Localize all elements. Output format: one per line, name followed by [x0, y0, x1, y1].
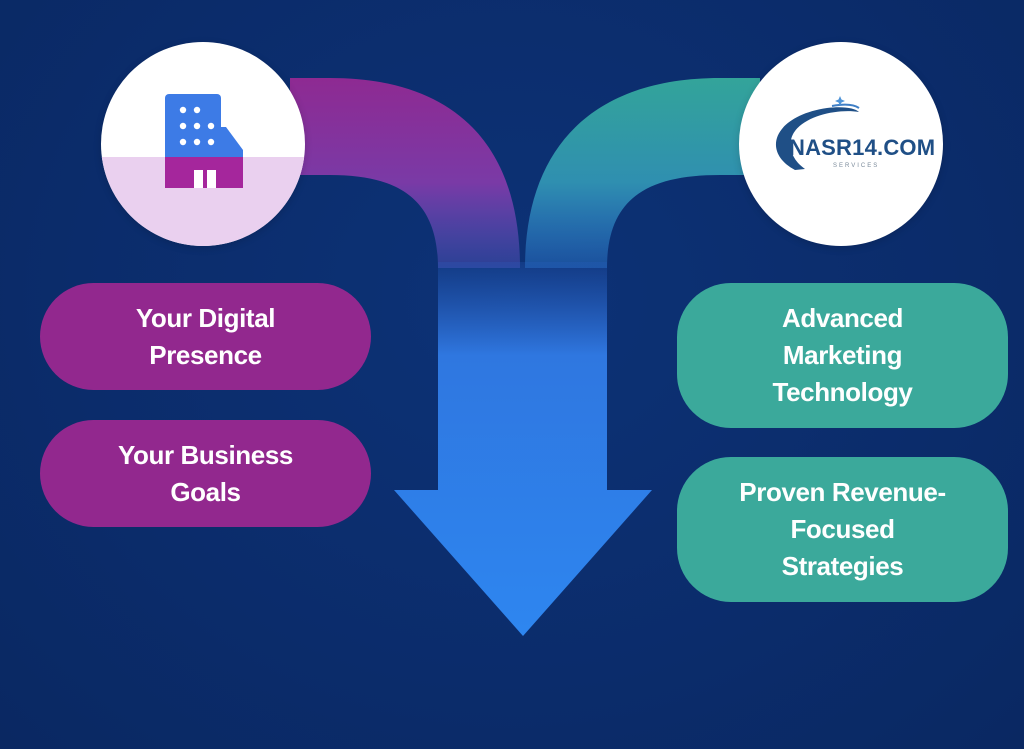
- left-flow-ribbon: [290, 78, 520, 268]
- pill-business-goals: Your Business Goals: [40, 420, 371, 527]
- pill-marketing-technology: Advanced Marketing Technology: [677, 283, 1008, 428]
- pill-label: Advanced Marketing Technology: [772, 303, 913, 407]
- orbit-swoosh-icon: [775, 96, 860, 170]
- logo-subtitle: SERVICES: [833, 163, 880, 169]
- down-arrow: [394, 262, 652, 636]
- pill-label: Your Business Goals: [118, 439, 293, 507]
- nasr14-logo: NASR14.COM SERVICES: [739, 42, 943, 246]
- pill-label: Your Digital Presence: [135, 302, 276, 370]
- right-flow-ribbon: [525, 78, 760, 268]
- left-circle: [101, 42, 305, 246]
- pill-digital-presence: Your Digital Presence: [40, 283, 371, 390]
- pill-revenue-strategies: Proven Revenue- Focused Strategies: [677, 457, 1008, 602]
- right-circle: NASR14.COM SERVICES: [739, 42, 943, 246]
- pill-label: Proven Revenue- Focused Strategies: [739, 477, 946, 581]
- building-icon: [165, 94, 243, 188]
- logo-wordmark: NASR14.COM: [789, 135, 936, 160]
